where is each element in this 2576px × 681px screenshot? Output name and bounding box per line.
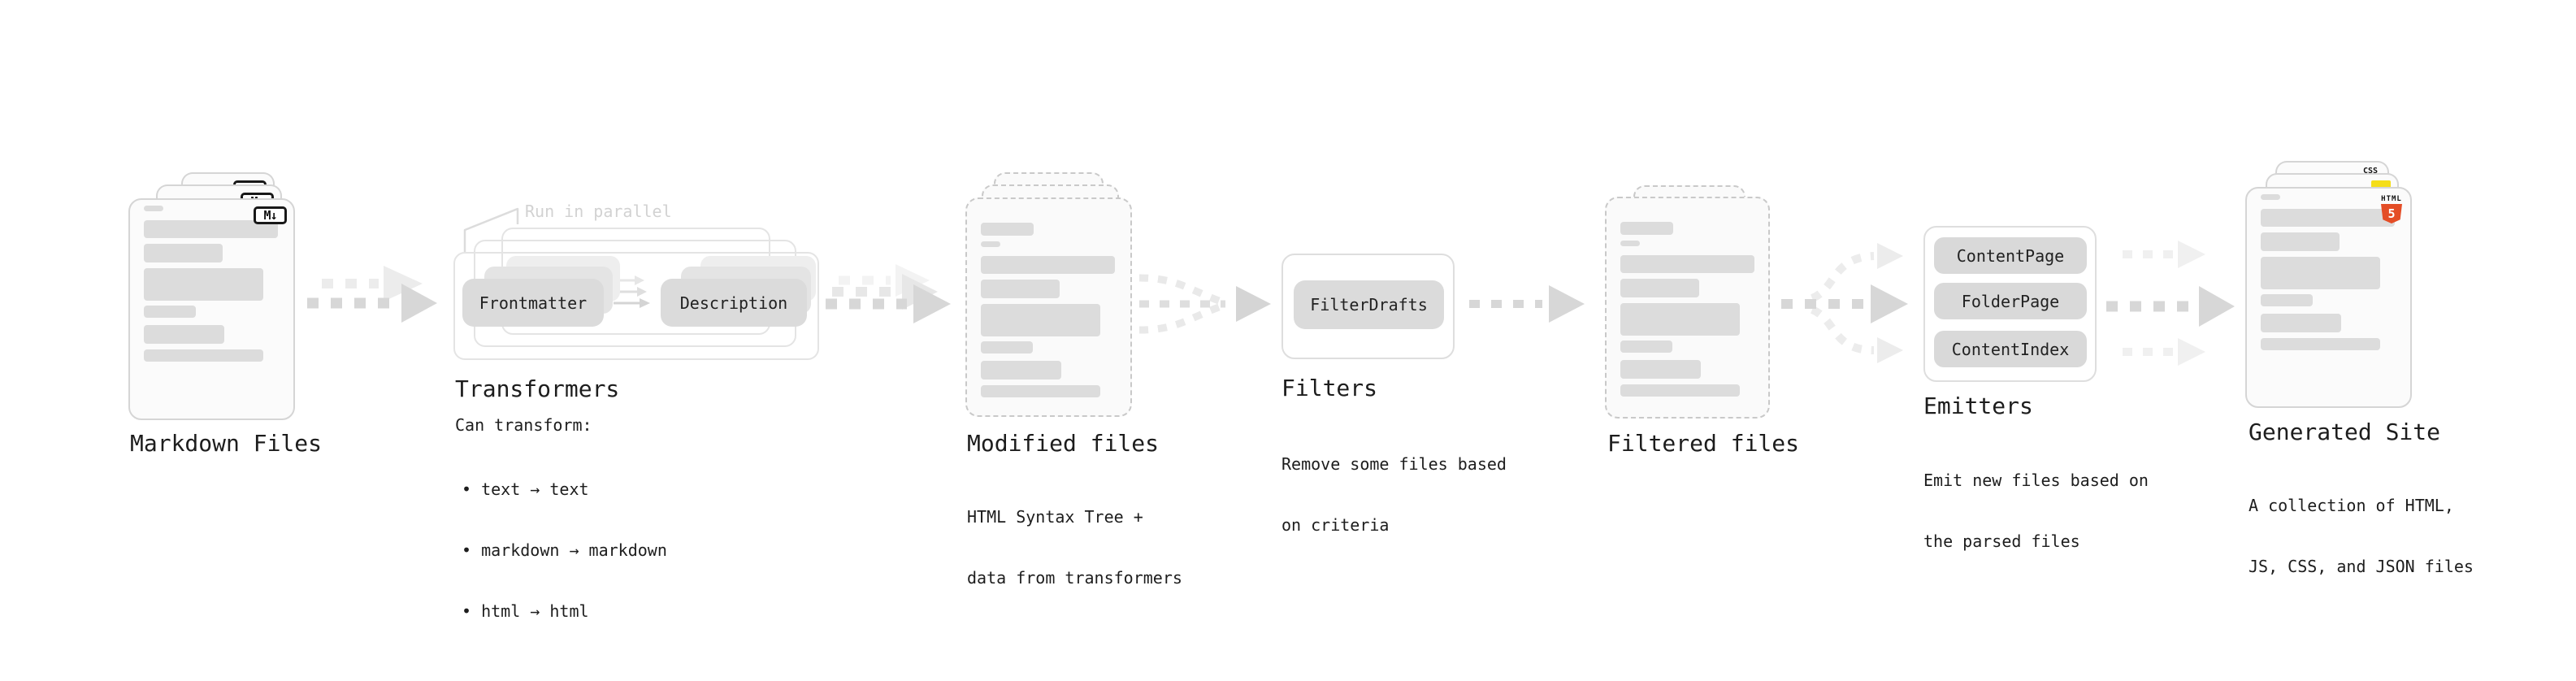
skeleton-line <box>144 220 278 238</box>
desc-line: A collection of HTML, <box>2249 496 2454 515</box>
skeleton-line <box>2261 209 2395 227</box>
html5-badge-icon: HTML 5 <box>2379 195 2404 223</box>
arrow-filters-to-filtered <box>1469 285 1585 323</box>
contentpage-pill: ContentPage <box>1934 237 2087 274</box>
modified-files-desc: HTML Syntax Tree + data from transformer… <box>967 466 1182 629</box>
desc-line: the parsed files <box>1923 531 2080 551</box>
skeleton-line <box>144 268 263 301</box>
skeleton-line <box>1620 279 1699 297</box>
desc-line: on criteria <box>1281 515 1390 535</box>
bullet-item: • text → text <box>462 479 589 499</box>
run-in-parallel-annotation: Run in parallel <box>525 202 672 221</box>
arrow-modified-to-filters-merge <box>1138 274 1271 334</box>
skeleton-line <box>1620 255 1754 273</box>
skeleton-line <box>144 306 196 318</box>
skeleton-line <box>2261 294 2313 306</box>
generated-site-desc: A collection of HTML, JS, CSS, and JSON … <box>2249 455 2474 618</box>
skeleton-line <box>981 304 1100 336</box>
filtered-file-card <box>1605 197 1770 419</box>
desc-line: Emit new files based on <box>1923 471 2149 490</box>
skeleton-line <box>981 241 1000 247</box>
skeleton-line <box>2261 338 2380 350</box>
transformers-box <box>453 252 819 360</box>
skeleton-line <box>1620 340 1672 353</box>
skeleton-line <box>144 206 163 211</box>
skeleton-line <box>1620 360 1701 379</box>
modified-file-card <box>965 197 1132 417</box>
filters-title: Filters <box>1281 375 1378 401</box>
skeleton-line <box>144 349 263 362</box>
skeleton-line <box>144 244 223 262</box>
desc-line: JS, CSS, and JSON files <box>2249 557 2474 576</box>
markdown-badge-icon: M↓ <box>254 206 287 224</box>
transformers-desc-heading: Can transform: <box>455 415 592 435</box>
run-in-parallel-callout-line <box>463 207 519 252</box>
arrow-markdown-to-transformers <box>307 266 437 323</box>
skeleton-line <box>981 385 1100 397</box>
skeleton-line <box>981 256 1115 274</box>
transformers-bullets: • text → text • markdown → markdown • ht… <box>462 439 667 662</box>
skeleton-line <box>2261 257 2380 289</box>
frontmatter-pill: Frontmatter <box>462 279 604 327</box>
arrow-filtered-to-emitters-fanout <box>1781 243 1908 363</box>
skeleton-line <box>2261 232 2340 251</box>
skeleton-line <box>981 361 1061 380</box>
skeleton-line <box>981 223 1034 236</box>
skeleton-line <box>1620 222 1673 235</box>
bullet-item: • html → html <box>462 601 589 621</box>
html5-shield: 5 <box>2381 204 2402 223</box>
desc-line: data from transformers <box>967 568 1182 588</box>
modified-files-title: Modified files <box>967 430 1160 457</box>
skeleton-line <box>1620 241 1640 246</box>
skeleton-line <box>2261 194 2280 200</box>
filtered-files-title: Filtered files <box>1607 430 1800 457</box>
desc-line: Remove some files based <box>1281 454 1507 474</box>
markdown-files-title: Markdown Files <box>130 430 323 457</box>
arrow-transformers-to-modified <box>826 264 951 323</box>
skeleton-line <box>2261 314 2341 332</box>
desc-line: HTML Syntax Tree + <box>967 507 1143 527</box>
arrow-emitters-to-site <box>2106 241 2235 366</box>
skeleton-line <box>1620 303 1740 336</box>
emitters-title: Emitters <box>1923 393 2033 419</box>
skeleton-line <box>981 341 1033 354</box>
folderpage-pill: FolderPage <box>1934 283 2087 319</box>
markdown-file-card: M↓ <box>128 198 295 420</box>
filters-desc: Remove some files based on criteria <box>1281 414 1507 576</box>
transformers-title: Transformers <box>455 375 620 402</box>
generated-site-title: Generated Site <box>2249 419 2441 445</box>
description-pill: Description <box>661 279 807 327</box>
skeleton-line <box>981 280 1060 298</box>
contentindex-pill: ContentIndex <box>1934 331 2087 367</box>
skeleton-line <box>144 325 224 344</box>
site-card-html: HTML 5 <box>2245 187 2412 408</box>
filterdrafts-pill: FilterDrafts <box>1294 280 1444 329</box>
bullet-item: • markdown → markdown <box>462 540 667 560</box>
skeleton-line <box>1620 384 1740 397</box>
emitters-desc: Emit new files based on the parsed files <box>1923 430 2149 592</box>
